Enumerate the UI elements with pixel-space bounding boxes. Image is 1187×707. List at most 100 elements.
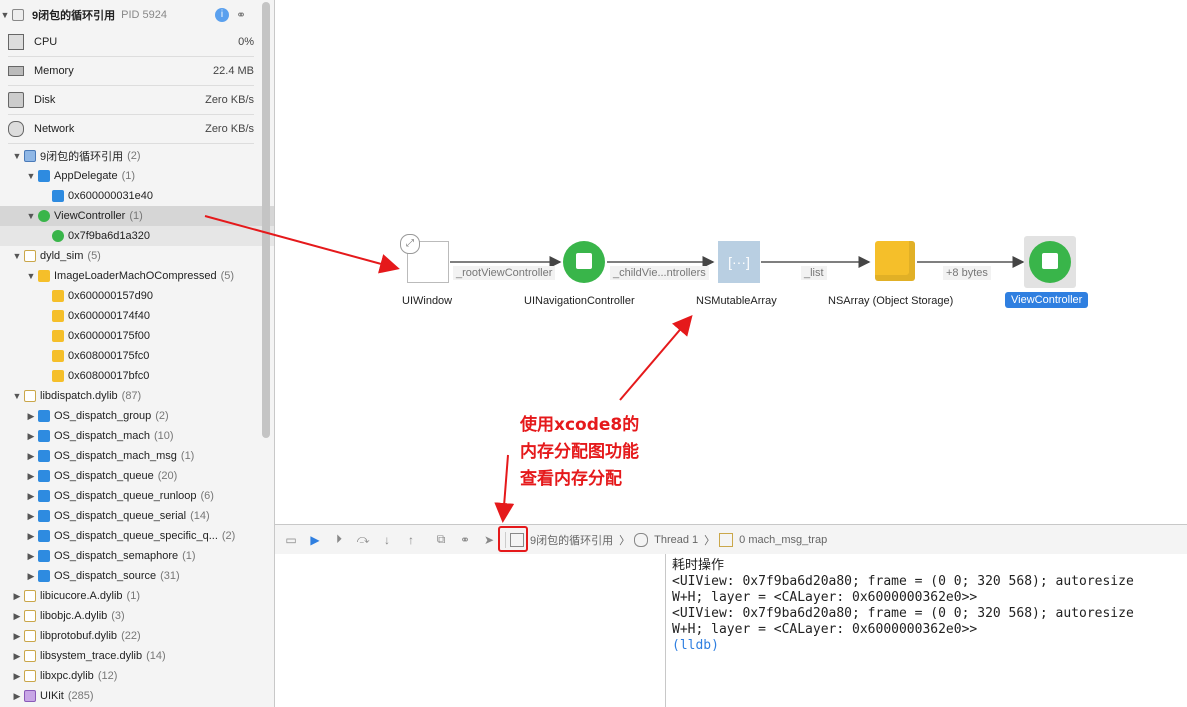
disclosure-triangle-icon[interactable]: ▶	[13, 670, 21, 681]
edge-label: _list	[801, 266, 827, 280]
tree-item[interactable]: ▶OS_dispatch_source(31)	[0, 566, 274, 586]
tree-item[interactable]: ▶OS_dispatch_mach(10)	[0, 426, 274, 446]
disclosure-triangle-icon[interactable]: ▶	[27, 490, 35, 501]
tree-item[interactable]: 0x600000174f40	[0, 306, 274, 326]
disclosure-triangle-icon[interactable]: ▶	[27, 530, 35, 541]
tree-item[interactable]: ▶OS_dispatch_mach_msg(1)	[0, 446, 274, 466]
tree-item[interactable]: 0x600000157d90	[0, 286, 274, 306]
tree-item[interactable]: 0x60800017bfc0	[0, 366, 274, 386]
gauge-network[interactable]: Network Zero KB/s	[8, 115, 254, 144]
disclosure-triangle-icon[interactable]: ▼	[12, 391, 22, 401]
tree-item-count: (14)	[190, 510, 210, 522]
tree-item-count: (2)	[155, 410, 169, 422]
disclosure-triangle-icon[interactable]: ▶	[27, 450, 35, 461]
tree-item[interactable]: ▶libxpc.dylib(12)	[0, 666, 270, 686]
tree-item-count: (2)	[127, 150, 141, 162]
tree-item[interactable]: ▼ libdispatch.dylib(87)	[0, 386, 270, 406]
tree-item[interactable]: ▶libsystem_trace.dylib(14)	[0, 646, 270, 666]
disclosure-triangle-icon[interactable]: ▼	[12, 151, 22, 161]
disclosure-triangle-icon[interactable]: ▶	[27, 410, 35, 421]
variables-view[interactable]	[275, 554, 666, 707]
view-hierarchy-icon[interactable]: ⧉	[436, 532, 446, 546]
disclosure-triangle-icon[interactable]: ▼	[26, 271, 36, 281]
tree-item-count: (14)	[146, 650, 166, 662]
tree-item-label: OS_dispatch_queue_specific_q...	[54, 530, 218, 542]
disclosure-triangle-icon[interactable]: ▶	[13, 590, 21, 601]
continue-icon[interactable]: ⏵	[335, 532, 342, 546]
tree-item[interactable]: ▼ 9闭包的循环引用(2)	[0, 146, 270, 166]
breadcrumb-process[interactable]: 9闭包的循环引用	[530, 534, 614, 547]
tree-item-label: AppDelegate	[54, 170, 118, 182]
console-line: <UIView: 0x7f9ba6d20a80; frame = (0 0; 3…	[672, 606, 1134, 621]
gauge-disk[interactable]: Disk Zero KB/s	[8, 86, 254, 115]
tree-item-count: (1)	[182, 550, 196, 562]
tree-item[interactable]: ▶OS_dispatch_semaphore(1)	[0, 546, 274, 566]
graph-node-nsmutablearray[interactable]: [···]	[718, 241, 760, 283]
tree-item[interactable]: ▼ dyld_sim(5)	[0, 246, 270, 266]
gauge-label: Disk	[34, 94, 56, 106]
step-out-icon[interactable]: ↑	[408, 532, 414, 547]
memory-graph-canvas[interactable]: ⤢ UIWindow UINavigationController [···] …	[275, 0, 1187, 524]
tree-item[interactable]: 0x7f9ba6d1a320	[0, 226, 274, 246]
tree-item[interactable]: 0x608000175fc0	[0, 346, 274, 366]
tree-item-label: 0x600000157d90	[68, 290, 154, 302]
tree-item[interactable]: ▶libobjc.A.dylib(3)	[0, 606, 270, 626]
step-over-icon[interactable]: ⤼	[356, 532, 370, 546]
process-header[interactable]: ▼ 9闭包的循环引用 PID 5924 i ⚭	[0, 4, 260, 26]
disclosure-triangle-icon[interactable]: ▶	[27, 470, 35, 481]
breadcrumb-thread[interactable]: Thread 1	[654, 533, 699, 546]
tree-item[interactable]: ▶UIKit(285)	[0, 686, 270, 706]
hide-debug-area-icon[interactable]: ▭	[285, 532, 297, 547]
tree-item[interactable]: ▼ ImageLoaderMachOCompressed(5)	[0, 266, 274, 286]
gauge-value: 0%	[238, 36, 254, 48]
tree-item[interactable]: ▶OS_dispatch_queue_runloop(6)	[0, 486, 274, 506]
disclosure-triangle-icon[interactable]: ▶	[13, 650, 21, 661]
tree-item-label: libicucore.A.dylib	[40, 590, 123, 602]
memory-navigator: ▼ 9闭包的循环引用 PID 5924 i ⚭ CPU 0% Memory 22…	[0, 0, 275, 707]
disclosure-triangle-icon[interactable]: ▶	[27, 430, 35, 441]
disclosure-triangle-icon[interactable]: ▶	[27, 510, 35, 521]
gauge-cpu[interactable]: CPU 0%	[8, 28, 254, 57]
disclosure-triangle-icon[interactable]: ▼	[0, 10, 10, 20]
tree-item-selected[interactable]: ▼ ViewController(1)	[0, 206, 274, 226]
tree-item-count: (1)	[126, 590, 140, 602]
memory-graph-icon[interactable]: ⚭	[236, 8, 247, 22]
tree-item[interactable]: 0x600000175f00	[0, 326, 274, 346]
step-into-icon[interactable]: ↓	[384, 532, 390, 547]
tree-item[interactable]: ▶OS_dispatch_queue_specific_q...(2)	[0, 526, 274, 546]
tree-item[interactable]: ▼ AppDelegate(1)	[0, 166, 274, 186]
console-output[interactable]: 耗时操作<UIView: 0x7f9ba6d20a80; frame = (0 …	[666, 554, 1187, 707]
disclosure-triangle-icon[interactable]: ▶	[13, 630, 21, 641]
tree-item[interactable]: ▶OS_dispatch_group(2)	[0, 406, 274, 426]
class-cube-icon	[38, 530, 50, 542]
disclosure-triangle-icon[interactable]: ▶	[27, 570, 35, 581]
gauge-label: Network	[34, 123, 75, 135]
app-icon	[24, 150, 36, 162]
simulate-location-icon[interactable]: ➤	[483, 532, 495, 547]
tree-item[interactable]: ▶libprotobuf.dylib(22)	[0, 626, 270, 646]
sidebar-scrollbar[interactable]	[262, 2, 270, 438]
disclosure-triangle-icon[interactable]: ▶	[27, 550, 35, 561]
disclosure-triangle-icon[interactable]: ▶	[13, 610, 21, 621]
breadcrumb-frame[interactable]: 0 mach_msg_trap	[739, 533, 828, 546]
tree-item-count: (6)	[200, 490, 214, 502]
tree-item[interactable]: 0x600000031e40	[0, 186, 274, 206]
memory-graph-debugger-icon[interactable]: ⚭	[459, 532, 471, 547]
disclosure-triangle-icon[interactable]: ▼	[12, 251, 22, 261]
breakpoints-toggle-icon[interactable]: ▶	[310, 532, 320, 547]
graph-node-nsarray[interactable]	[875, 241, 915, 281]
info-icon[interactable]: i	[215, 8, 229, 22]
gauge-memory[interactable]: Memory 22.4 MB	[8, 57, 254, 86]
annotation-highlight-box	[498, 526, 528, 552]
class-cube-icon	[38, 430, 50, 442]
expand-icon[interactable]: ⤢	[400, 234, 420, 254]
disclosure-triangle-icon[interactable]: ▶	[13, 690, 21, 701]
disclosure-triangle-icon[interactable]: ▼	[26, 171, 36, 181]
tree-item-label: 0x600000174f40	[68, 310, 150, 322]
tree-item[interactable]: ▶ libicucore.A.dylib(1)	[0, 586, 270, 606]
graph-edges	[450, 256, 1025, 268]
disclosure-triangle-icon[interactable]: ▼	[26, 211, 36, 221]
lldb-prompt[interactable]: (lldb)	[672, 638, 719, 653]
tree-item[interactable]: ▶OS_dispatch_queue(20)	[0, 466, 274, 486]
tree-item[interactable]: ▶OS_dispatch_queue_serial(14)	[0, 506, 274, 526]
